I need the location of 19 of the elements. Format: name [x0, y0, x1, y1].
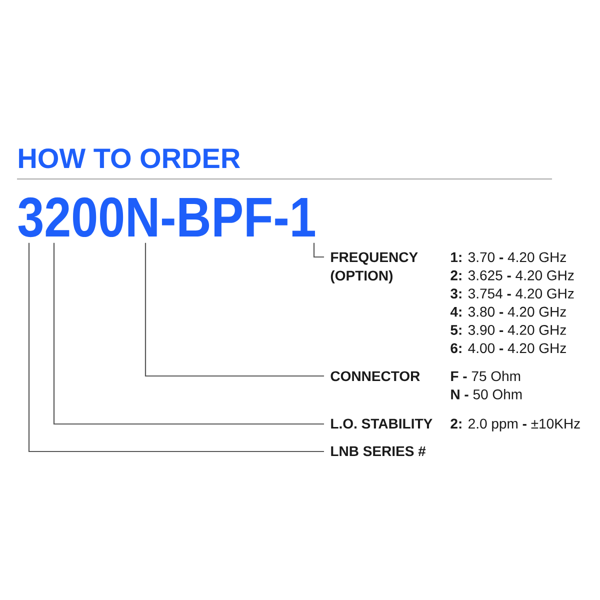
category-label: L.O. STABILITY — [331, 418, 432, 429]
category-label: FREQUENCY (OPTION) — [330, 252, 418, 284]
leader-line — [53, 242, 324, 425]
leader-line — [28, 242, 324, 452]
option-text: F - 75 Ohm — [451, 370, 520, 382]
option-text: 5: 3.90 - 4.20 GHz — [450, 325, 566, 335]
option-text: 2: 2.0 ppm - ±10KHz — [450, 418, 580, 432]
category-label: LNB SERIES # — [331, 446, 426, 456]
option-text: 4: 3.80 - 4.20 GHz — [450, 306, 566, 317]
option-text: N - 50 Ohm — [451, 389, 522, 400]
option-text: 3: 3.754 - 4.20 GHz — [450, 288, 574, 299]
leader-line — [144, 242, 324, 377]
option-text: 2: 3.625 - 4.20 GHz — [450, 270, 574, 280]
option-text: 1: 3.70 - 4.20 GHz — [451, 252, 566, 262]
category-label: CONNECTOR — [330, 371, 420, 382]
part-number: 3200N-BPF-1 — [18, 197, 315, 238]
option-text: 6: 4.00 - 4.20 GHz — [450, 343, 566, 354]
leader-line — [313, 242, 324, 258]
heading: HOW TO ORDER — [19, 148, 240, 168]
